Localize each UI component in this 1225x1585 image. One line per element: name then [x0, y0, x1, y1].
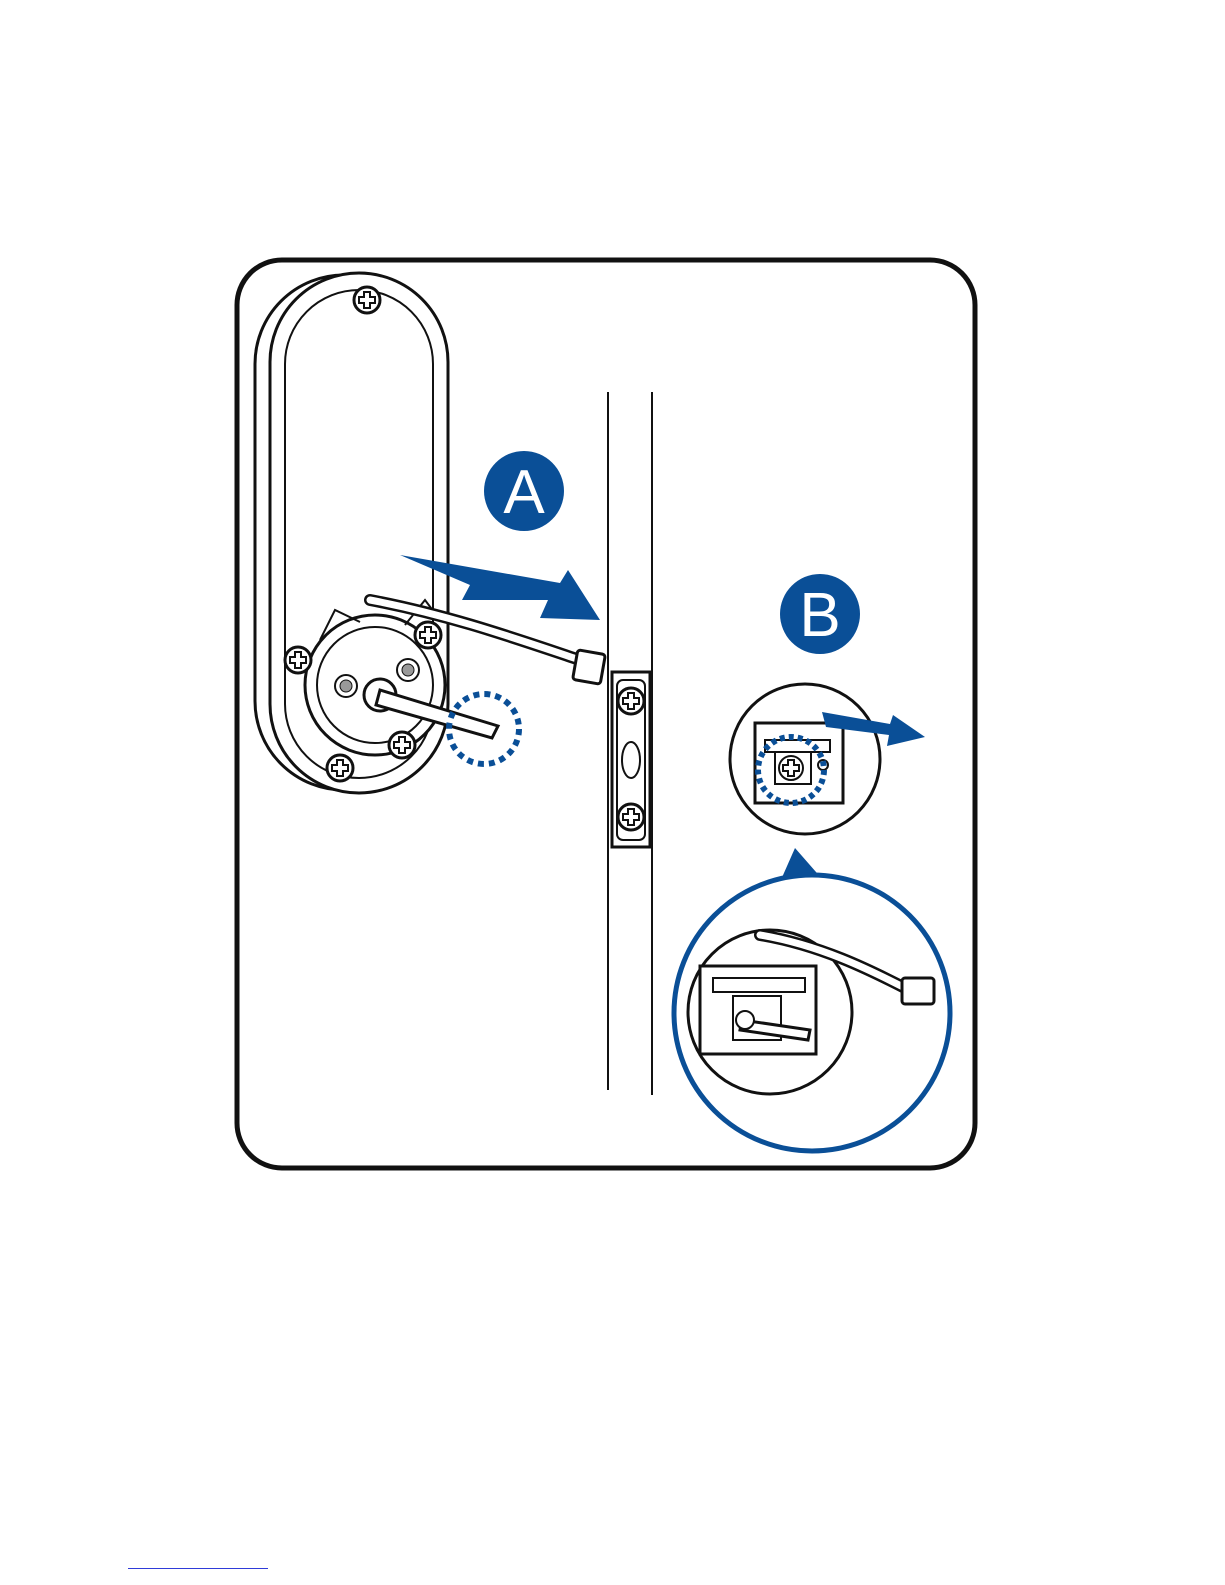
footer-rule	[128, 1568, 268, 1569]
phillips-screw-icon	[415, 622, 441, 648]
step-b-label: B	[799, 581, 840, 650]
phillips-screw-icon	[354, 287, 380, 313]
phillips-screw-icon	[327, 755, 353, 781]
step-a-badge: A	[484, 451, 564, 531]
phillips-screw-icon	[618, 804, 644, 830]
phillips-screw-icon	[285, 647, 311, 673]
step-a-label: A	[503, 458, 545, 527]
magnifier-callout	[674, 875, 950, 1151]
phillips-screw-icon	[389, 732, 415, 758]
step-b-badge: B	[780, 574, 860, 654]
phillips-screw-icon	[618, 688, 644, 714]
